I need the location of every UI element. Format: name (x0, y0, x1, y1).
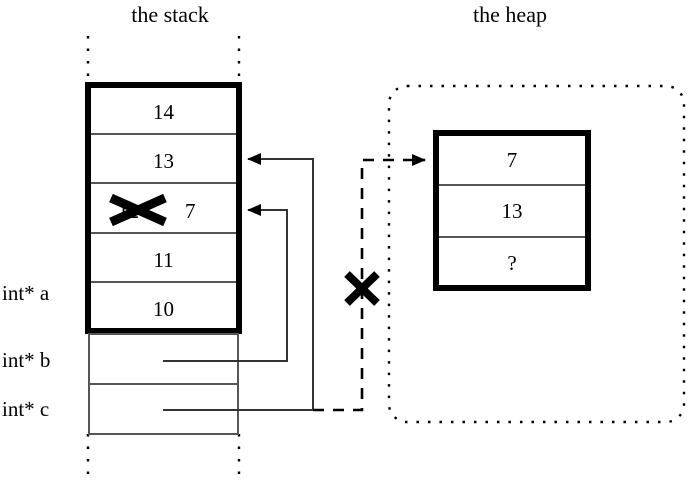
connector-c-to-heap-dangling (313, 154, 426, 412)
stack-cell-value-4: 10 (153, 297, 174, 321)
heap-cell-value-1: 13 (501, 199, 523, 223)
stack-frame-box (85, 82, 242, 334)
heap-cell-value-0: 7 (506, 148, 518, 172)
overwritten-value-x-mark (109, 193, 167, 227)
pointer-var-label-a: int* a (2, 281, 50, 305)
connector-b-to-stack-cell (163, 204, 288, 362)
stack-cell-value-0: 14 (153, 100, 174, 124)
stack-title: the stack (131, 2, 209, 27)
stack-cell-value-2-new: 7 (185, 199, 196, 223)
stack-cell-value-3: 11 (153, 248, 174, 272)
stack-cell-value-1: 13 (153, 149, 174, 173)
heap-cell-value-2: ? (507, 251, 517, 275)
pointer-var-box-b (88, 333, 239, 385)
stack-cell-value-2-old: 12 (118, 199, 139, 223)
heap-block-box (433, 130, 591, 291)
heap-region-boundary (387, 84, 686, 424)
stack-frame-separators (90, 133, 237, 283)
invalid-pointer-x-mark (344, 271, 380, 306)
heap-title: the heap (473, 2, 547, 27)
stack-guide-lines (86, 36, 241, 484)
connector-c-to-stack-cell (163, 153, 314, 411)
pointer-var-label-b: int* b (2, 348, 51, 372)
pointer-var-label-c: int* c (2, 397, 50, 421)
heap-block-separators (438, 184, 586, 238)
stack-pointer-var-boxes (88, 333, 239, 435)
